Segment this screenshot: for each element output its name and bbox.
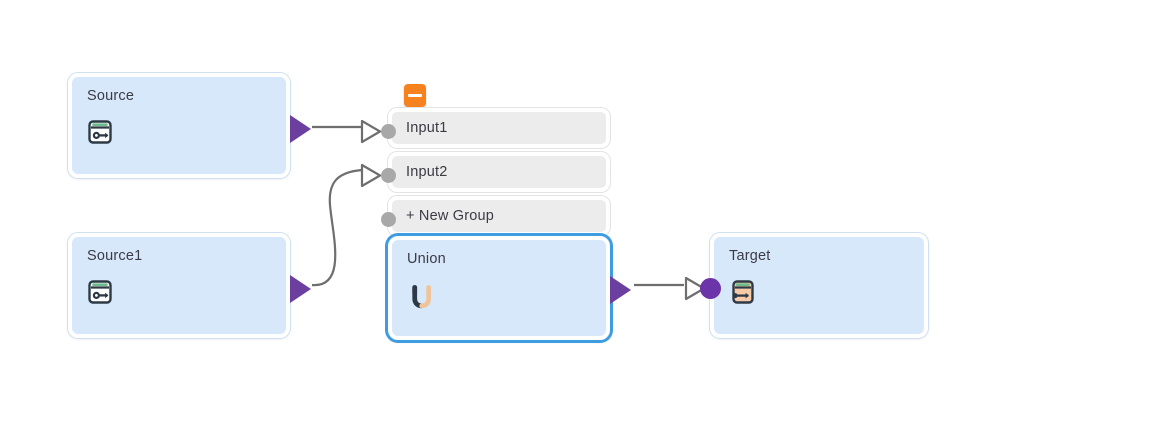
group-row-input2-label: Input2 [406, 164, 448, 180]
edge-source1-to-input2 [311, 168, 363, 287]
target-input-port[interactable] [700, 278, 721, 299]
union-output-port[interactable] [610, 276, 631, 304]
input1-arrow-icon [360, 119, 382, 144]
input2-arrow-icon [360, 163, 382, 188]
node-source1-title: Source1 [87, 248, 143, 264]
source-table-icon [87, 118, 115, 146]
target-table-icon [729, 278, 757, 306]
group-row-input1-label: Input1 [406, 120, 448, 136]
input2-port-dot[interactable] [381, 168, 396, 183]
union-icon [407, 281, 435, 309]
group-row-input2[interactable]: Input2 [360, 152, 610, 192]
target-arrow-icon [684, 276, 706, 301]
source-table-icon [87, 278, 115, 306]
group-row-new-group[interactable]: + New Group [381, 196, 610, 236]
node-target[interactable]: Target [684, 233, 928, 338]
group-row-input1[interactable]: Input1 [360, 108, 610, 148]
source-output-port[interactable] [290, 115, 311, 143]
node-target-title: Target [729, 248, 771, 264]
node-union-title: Union [407, 251, 446, 267]
new-group-port-dot[interactable] [381, 212, 396, 227]
node-union[interactable]: Union [388, 236, 631, 340]
node-source[interactable]: Source [68, 73, 311, 178]
node-source-title: Source [87, 88, 135, 104]
node-source1[interactable]: Source1 [68, 233, 311, 338]
union-input-group-panel: Input1 Input2 + New Group [360, 108, 610, 240]
collapse-group-button[interactable] [404, 84, 426, 107]
source1-output-port[interactable] [290, 275, 311, 303]
minus-icon [408, 94, 422, 97]
group-row-new-group-label: + New Group [406, 208, 495, 224]
input1-port-dot[interactable] [381, 124, 396, 139]
